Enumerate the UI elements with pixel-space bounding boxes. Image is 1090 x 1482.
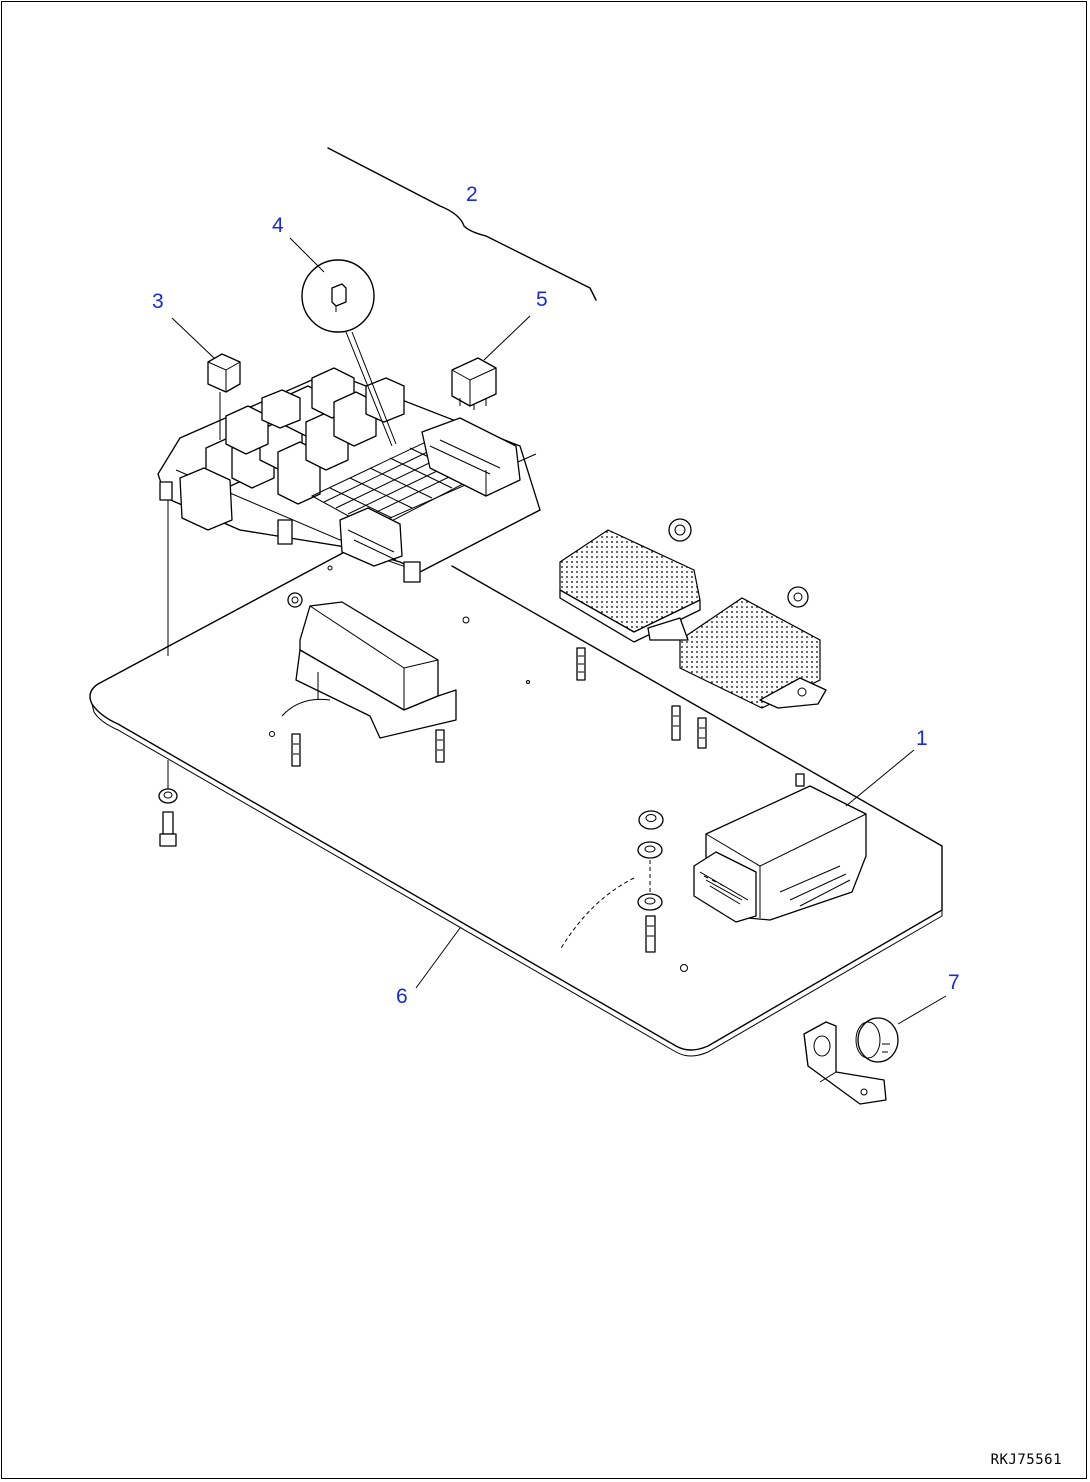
buzzer-bracket-7 xyxy=(803,1017,899,1105)
assembly-bracket-2 xyxy=(327,147,597,301)
relay-5 xyxy=(451,357,497,410)
hatched-relays xyxy=(559,518,827,709)
leader-5 xyxy=(483,315,531,361)
callout-5: 5 xyxy=(536,288,548,311)
leader-4 xyxy=(289,237,325,273)
callout-6: 6 xyxy=(396,985,408,1008)
callout-7: 7 xyxy=(948,971,960,994)
mounting-plate xyxy=(89,547,943,1057)
relay-box-assembly xyxy=(157,367,541,583)
left-bolt xyxy=(158,500,178,847)
leader-6 xyxy=(415,927,461,989)
fastener-stack xyxy=(559,810,664,951)
relay-3 xyxy=(207,353,241,440)
controller-unit xyxy=(693,773,867,923)
leader-7 xyxy=(897,995,947,1025)
center-module xyxy=(281,592,457,739)
callout-4: 4 xyxy=(272,214,284,237)
callout-1: 1 xyxy=(916,727,928,750)
studs xyxy=(291,647,707,953)
leader-3 xyxy=(171,317,215,359)
leader-1 xyxy=(845,749,915,807)
drawing-reference-code: RKJ75561 xyxy=(990,1452,1062,1468)
callout-3: 3 xyxy=(152,290,164,313)
fuse-4-detail xyxy=(301,259,397,447)
callout-2: 2 xyxy=(466,183,478,206)
